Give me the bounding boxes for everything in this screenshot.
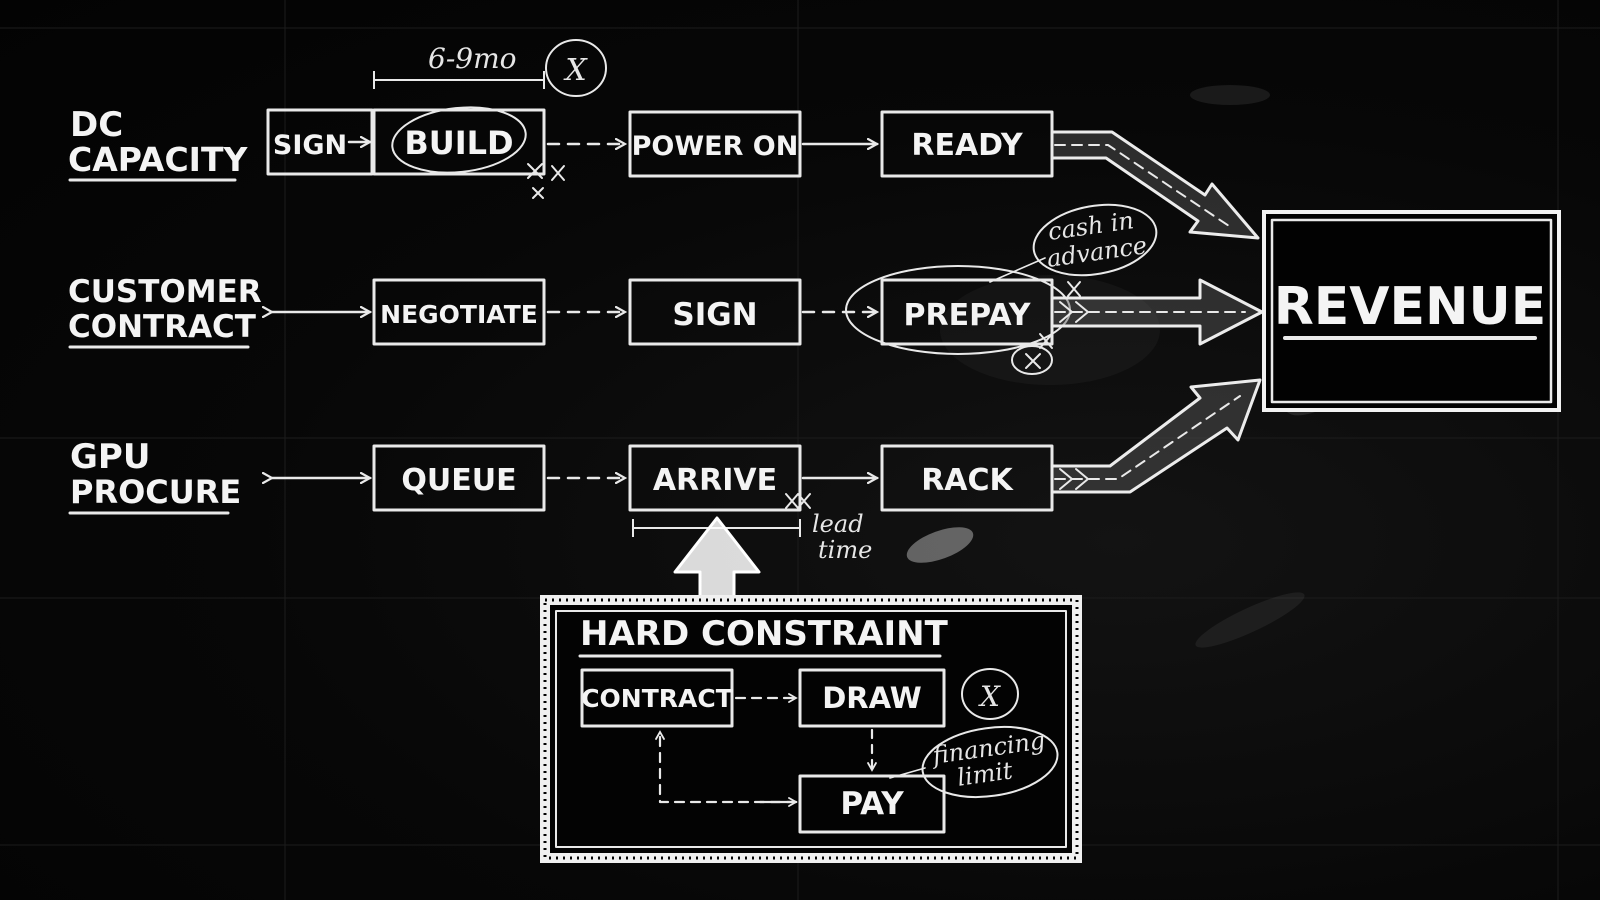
hard-constraint-box: HARD CONSTRAINT bbox=[540, 595, 1082, 863]
step-gpu-arrive: ARRIVE bbox=[628, 444, 802, 512]
step-customer-prepay: PREPAY bbox=[845, 265, 1071, 355]
svg-text:ARRIVE: ARRIVE bbox=[653, 463, 777, 498]
big-arrow-rack-to-revenue bbox=[1050, 378, 1262, 494]
svg-text:CAPACITY: CAPACITY bbox=[68, 140, 248, 179]
big-arrow-ready-to-revenue bbox=[1050, 130, 1260, 240]
svg-text:SIGN: SIGN bbox=[273, 130, 347, 161]
lane-label-customer-contract: CUSTOMER CONTRACT bbox=[68, 274, 262, 349]
svg-text:6-9mo: 6-9mo bbox=[428, 42, 517, 75]
circled-x-mark-draw: X bbox=[961, 668, 1019, 720]
svg-text:PAY: PAY bbox=[840, 786, 904, 822]
svg-text:CUSTOMER: CUSTOMER bbox=[68, 274, 262, 310]
constraint-step-draw: DRAW bbox=[798, 668, 946, 728]
lane-label-gpu-procure: GPU PROCURE bbox=[68, 437, 241, 515]
step-gpu-queue: QUEUE bbox=[372, 444, 546, 512]
svg-text:CONTRACT: CONTRACT bbox=[581, 684, 733, 713]
svg-text:DRAW: DRAW bbox=[822, 681, 922, 715]
build-duration-annotation: 6-9mo bbox=[373, 42, 545, 89]
revenue-box: REVENUE bbox=[1262, 210, 1561, 412]
step-customer-sign: SIGN bbox=[628, 278, 802, 346]
constraint-step-pay: PAY bbox=[798, 774, 946, 834]
step-customer-negotiate: NEGOTIATE bbox=[372, 278, 546, 346]
step-gpu-rack: RACK bbox=[880, 444, 1054, 512]
arrow-pay-loop-to-contract bbox=[655, 730, 798, 804]
step-dc-power-on: POWER ON bbox=[628, 110, 802, 178]
svg-text:POWER ON: POWER ON bbox=[632, 131, 799, 162]
svg-text:BUILD: BUILD bbox=[404, 124, 513, 162]
svg-text:X: X bbox=[563, 53, 588, 88]
circled-x-mark-build: X bbox=[545, 39, 607, 97]
svg-text:HARD CONSTRAINT: HARD CONSTRAINT bbox=[580, 614, 949, 654]
svg-text:SIGN: SIGN bbox=[672, 297, 757, 333]
svg-text:lead: lead bbox=[812, 510, 864, 538]
lead-time-annotation: lead time bbox=[632, 493, 872, 564]
svg-text:READY: READY bbox=[911, 128, 1024, 163]
svg-text:REVENUE: REVENUE bbox=[1274, 277, 1547, 337]
x-marks-build-end bbox=[527, 163, 565, 199]
svg-text:RACK: RACK bbox=[921, 463, 1014, 498]
step-dc-build: BUILD bbox=[372, 106, 546, 176]
svg-text:X: X bbox=[978, 680, 1001, 713]
x-marks-prepay bbox=[1011, 281, 1081, 375]
svg-text:PROCURE: PROCURE bbox=[70, 473, 241, 511]
constraint-step-contract: CONTRACT bbox=[580, 668, 734, 728]
step-dc-ready: READY bbox=[880, 110, 1054, 178]
svg-text:CONTRACT: CONTRACT bbox=[68, 309, 256, 345]
svg-text:QUEUE: QUEUE bbox=[401, 463, 516, 498]
big-arrow-prepay-to-revenue bbox=[1050, 278, 1264, 346]
step-dc-sign: SIGN bbox=[266, 108, 374, 176]
svg-text:PREPAY: PREPAY bbox=[904, 298, 1032, 333]
svg-text:NEGOTIATE: NEGOTIATE bbox=[380, 300, 538, 329]
cash-in-advance-note: cash in advance bbox=[989, 203, 1158, 283]
svg-text:GPU: GPU bbox=[70, 437, 150, 477]
svg-text:time: time bbox=[818, 536, 872, 564]
svg-text:DC: DC bbox=[70, 105, 123, 145]
lane-label-dc-capacity: DC CAPACITY bbox=[68, 105, 248, 182]
